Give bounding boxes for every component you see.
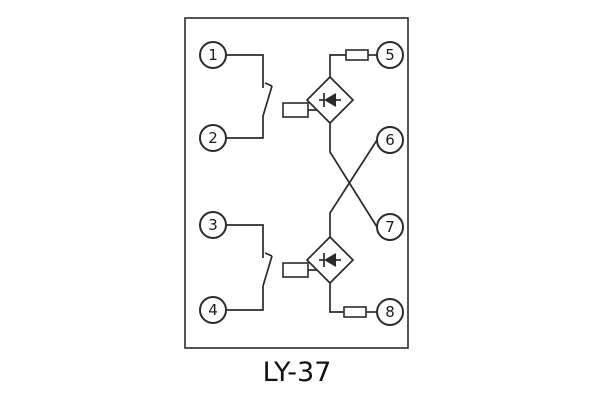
terminal-8: 8 <box>376 298 404 326</box>
terminal-circle-icon <box>199 41 227 69</box>
terminal-7: 7 <box>376 213 404 241</box>
terminal-circle-icon <box>376 41 404 69</box>
wire-contact-to-terminal2 <box>226 116 264 139</box>
contact-blade-icon <box>262 85 273 117</box>
terminal-2: 2 <box>199 124 227 152</box>
coil-icon <box>282 262 309 278</box>
terminal-6: 6 <box>376 126 404 154</box>
wire-contact-to-terminal4 <box>226 286 264 311</box>
contact-switch-top <box>226 54 273 139</box>
wire-terminal6-to-bottombridge <box>329 139 378 237</box>
terminal-7-label: 7 <box>385 218 395 236</box>
coil-icon <box>282 102 309 118</box>
terminal-3: 3 <box>199 211 227 239</box>
branch-terminal8 <box>329 283 377 318</box>
resistor-icon <box>345 49 369 61</box>
terminal-circle-icon <box>199 124 227 152</box>
terminal-circle-icon <box>376 213 404 241</box>
diagram-title: LY-37 <box>263 357 332 388</box>
terminal-5-label: 5 <box>385 46 395 64</box>
contact-switch-bottom <box>226 224 273 311</box>
terminal-2-label: 2 <box>208 129 218 147</box>
terminal-8-label: 8 <box>385 303 395 321</box>
wire-terminal1-to-contact <box>226 54 264 88</box>
diode-triangle-icon <box>324 93 336 107</box>
branch-terminal5 <box>329 49 377 77</box>
crossed-wires <box>329 123 378 237</box>
resistor-icon <box>343 306 367 318</box>
terminal-4: 4 <box>199 296 227 324</box>
terminal-1-label: 1 <box>208 46 218 64</box>
bridge-rectifier-bottom <box>282 235 355 285</box>
diode-triangle-icon <box>324 253 336 267</box>
wire-terminal3-to-contact <box>226 224 264 258</box>
terminal-circle-icon <box>376 126 404 154</box>
terminal-4-label: 4 <box>208 301 218 319</box>
contact-blade-tick-icon <box>264 82 273 87</box>
enclosure-outline <box>184 17 409 349</box>
terminal-circle-icon <box>376 298 404 326</box>
terminal-6-label: 6 <box>385 131 395 149</box>
terminal-5: 5 <box>376 41 404 69</box>
wire-bridge-to-resistor <box>329 54 346 77</box>
terminal-circle-icon <box>199 296 227 324</box>
terminal-1: 1 <box>199 41 227 69</box>
wire-topbridge-to-terminal7 <box>329 123 378 228</box>
contact-blade-tick-icon <box>264 252 273 257</box>
terminal-circle-icon <box>199 211 227 239</box>
contact-blade-icon <box>262 255 273 287</box>
bridge-rectifier-top <box>282 75 355 125</box>
wire-bridge-to-resistor <box>329 283 344 313</box>
terminal-3-label: 3 <box>208 216 218 234</box>
